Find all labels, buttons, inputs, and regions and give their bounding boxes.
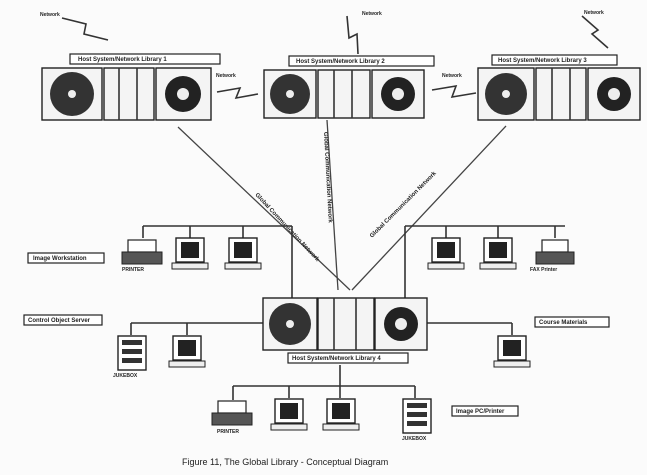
wan-line-left	[177, 126, 351, 291]
figure-caption: Figure 11, The Global Library - Conceptu…	[182, 457, 388, 467]
wan-label-center: Global Communication Network	[322, 132, 333, 224]
local-network-lines	[130, 225, 565, 400]
wan-label-right: Global Communication Network	[369, 170, 438, 239]
library-label-left: Host System/Network Library 1	[78, 57, 167, 63]
fax-printer-icon	[535, 239, 575, 265]
side-label-image-pc: Image PC/Printer	[456, 409, 505, 415]
workstation-icon	[270, 398, 308, 431]
side-label-course: Course Materials	[539, 320, 588, 326]
label-box-control	[23, 314, 103, 326]
side-label-image: Image Workstation	[33, 256, 87, 262]
jukebox-icon	[117, 335, 147, 371]
network-label-2: Network	[362, 11, 382, 17]
library-label-right: Host System/Network Library 3	[498, 58, 587, 64]
label-box-course	[534, 316, 610, 328]
workstation-icon	[224, 237, 262, 270]
jukebox-icon	[402, 398, 432, 434]
device-label-fax: FAX Printer	[530, 267, 557, 273]
workstation-icon	[322, 398, 360, 431]
network-label-5: Network	[584, 10, 604, 16]
device-label-jukebox-bottom: JUKEBOX	[402, 436, 427, 442]
label-box-image	[27, 252, 105, 264]
device-label-printer-bottom: PRINTER	[217, 429, 239, 435]
library-top-right: Host System/Network Library 3	[477, 54, 641, 121]
network-label-3: Network	[216, 73, 236, 79]
side-label-control: Control Object Server	[28, 318, 91, 324]
library-top-left: Host System/Network Library 1	[41, 53, 221, 121]
wan-line-center	[326, 119, 339, 291]
workstation-icon	[427, 237, 465, 270]
wan-line-right	[351, 125, 507, 291]
network-links	[61, 15, 609, 100]
workstation-icon	[493, 335, 531, 368]
device-label-printer-left: PRINTER	[122, 267, 144, 273]
library-label-center: Host System/Network Library 2	[296, 59, 385, 65]
workstation-icon	[479, 237, 517, 270]
device-label-jukebox-left: JUKEBOX	[113, 373, 138, 379]
workstation-icon	[168, 335, 206, 368]
library-central: Host System/Network Library 4	[262, 297, 428, 364]
label-box-image-pc	[451, 405, 519, 417]
wan-label-left: Global Communication Network	[254, 192, 321, 263]
workstation-icon	[171, 237, 209, 270]
library-label-bottom: Host System/Network Library 4	[292, 356, 381, 362]
network-label-1: Network	[40, 12, 60, 18]
network-label-4: Network	[442, 73, 462, 79]
library-top-center: Host System/Network Library 2	[263, 55, 435, 119]
printer-icon	[211, 400, 253, 426]
printer-icon	[121, 239, 163, 265]
